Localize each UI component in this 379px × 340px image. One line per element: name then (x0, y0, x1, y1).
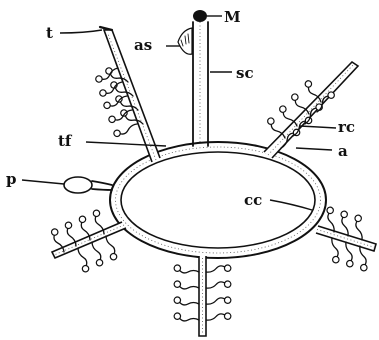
svg-text:p: p (6, 170, 17, 188)
svg-text:a: a (338, 142, 348, 160)
ampulla-sac (178, 28, 192, 54)
svg-text:t: t (46, 24, 53, 42)
polian-vesicle (64, 177, 112, 193)
svg-text:as: as (134, 36, 152, 54)
label-as: as (134, 36, 180, 54)
label-t: t (46, 24, 102, 42)
label-p: p (6, 170, 64, 188)
tentacle-lower-right (316, 207, 376, 272)
label-sc: sc (210, 64, 254, 82)
stone-canal (193, 22, 208, 146)
svg-text:rc: rc (338, 118, 355, 136)
svg-text:tf: tf (58, 132, 73, 150)
label-a: a (296, 142, 348, 160)
madreporite (193, 10, 207, 22)
tentacle-bottom (174, 256, 232, 336)
ring-canal (110, 142, 326, 258)
label-M: M (207, 8, 241, 26)
svg-text:sc: sc (236, 64, 254, 82)
svg-text:cc: cc (244, 191, 262, 209)
svg-text:M: M (224, 8, 241, 26)
